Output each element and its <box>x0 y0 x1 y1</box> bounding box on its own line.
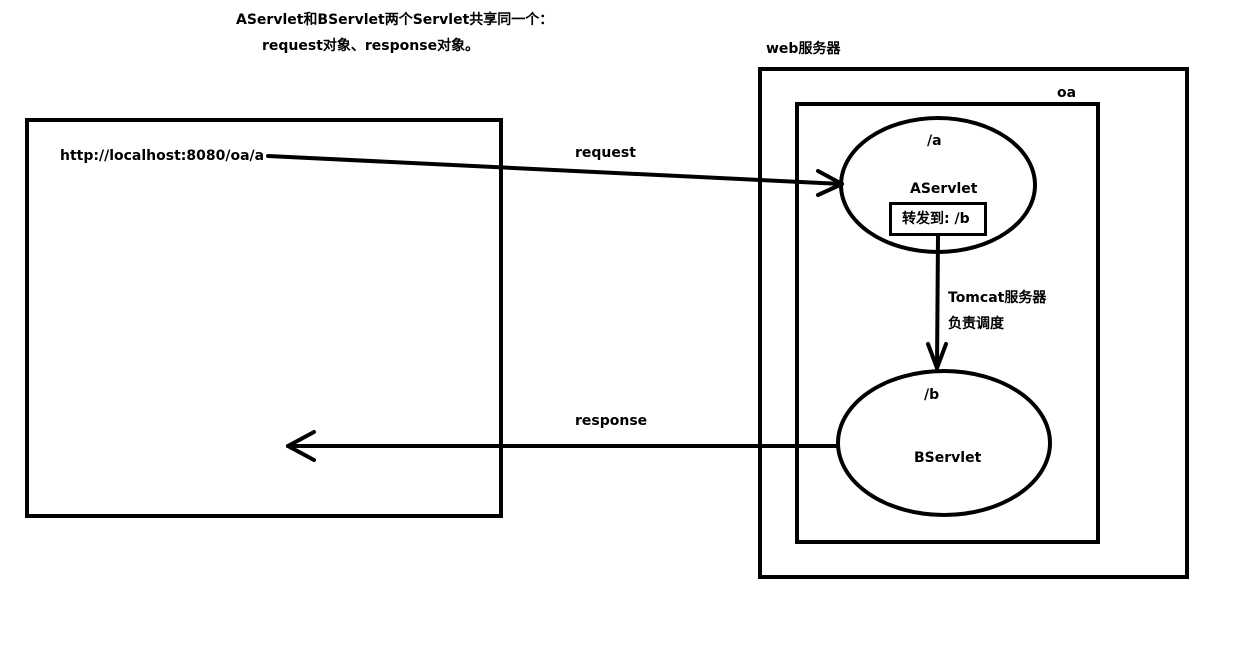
oa-app-label: oa <box>1057 85 1077 101</box>
note-line-2: request对象、response对象。 <box>262 38 480 54</box>
dispatch-label-line-2: 负责调度 <box>948 316 1004 332</box>
response-arrow-label: response <box>575 413 648 429</box>
forward-label: 转发到: /b <box>902 211 970 227</box>
oa-app-box <box>795 102 1100 544</box>
web-server-label: web服务器 <box>766 41 841 57</box>
request-arrow-label: request <box>575 145 636 161</box>
note-line-1: AServlet和BServlet两个Servlet共享同一个： <box>236 12 554 28</box>
a-servlet-name: AServlet <box>910 181 978 197</box>
browser-box <box>25 118 503 518</box>
browser-url: http://localhost:8080/oa/a <box>60 148 265 164</box>
dispatch-label-line-1: Tomcat服务器 <box>948 290 1047 306</box>
a-servlet-path: /a <box>927 133 942 149</box>
b-servlet-path: /b <box>924 387 940 403</box>
b-servlet-ellipse <box>836 369 1052 517</box>
b-servlet-name: BServlet <box>914 450 982 466</box>
web-server-box <box>758 67 1189 579</box>
